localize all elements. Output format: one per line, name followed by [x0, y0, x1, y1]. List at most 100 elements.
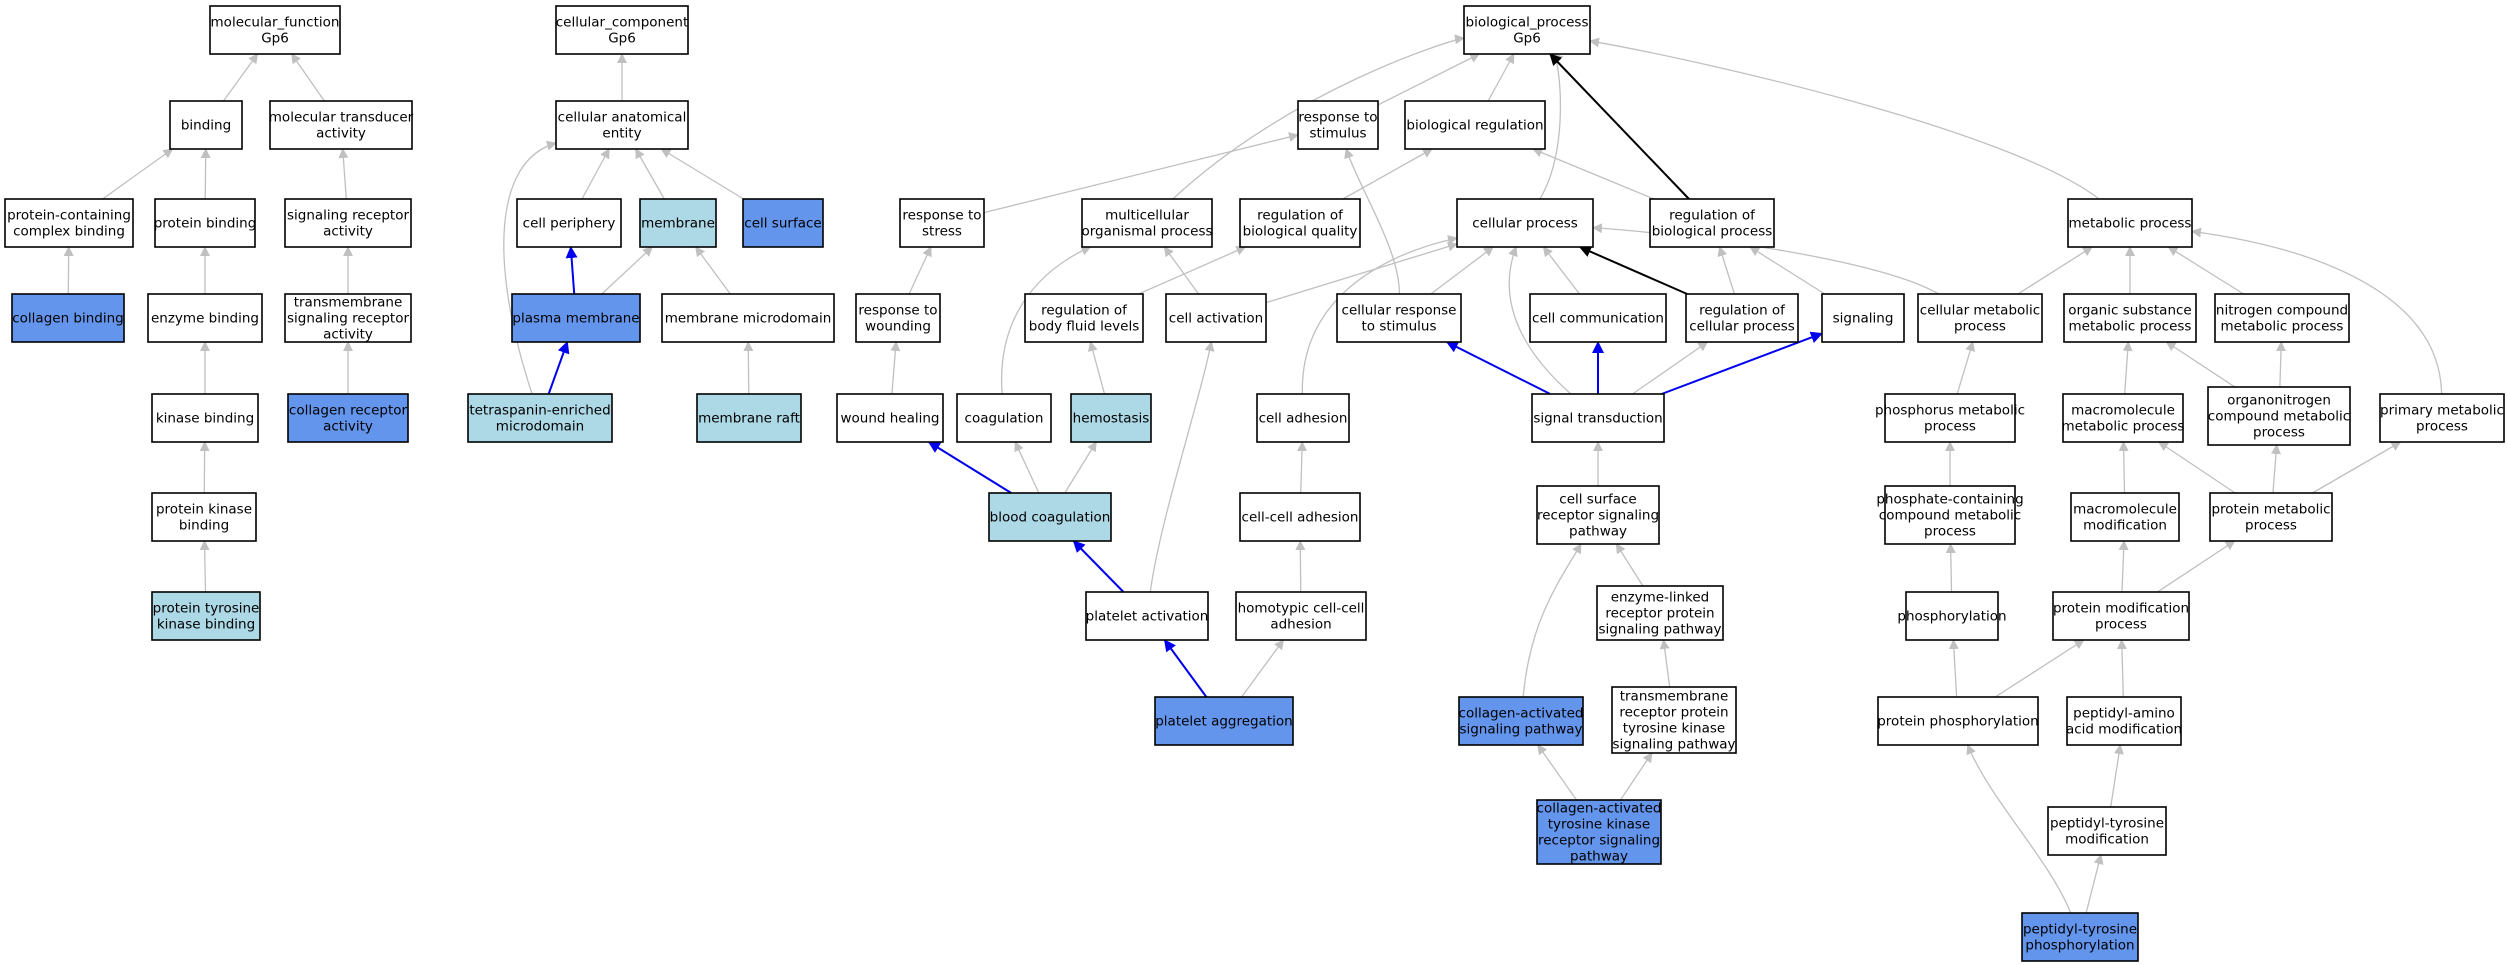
node-box-pphos: [1877, 696, 2039, 746]
node-label-rstim: stimulus: [1309, 126, 1366, 142]
node-box-elrp: [1596, 585, 1724, 641]
node-label-hcca: homotypic cell-cell: [1238, 601, 1365, 617]
node-box-mmod: [2070, 492, 2180, 542]
node-label-hcca: adhesion: [1270, 617, 1331, 633]
edge-strans-to-crstim: [1445, 341, 1551, 395]
node-label-pact: platelet activation: [1086, 609, 1209, 625]
node-label-phmp: phosphorus metabolic: [1875, 403, 2025, 419]
node-label-ptphos: phosphorylation: [2025, 938, 2134, 954]
edge-pbind-to-binding: [200, 148, 211, 200]
node-label-cmp: cellular metabolic: [1920, 303, 2040, 319]
node-label-casp: signaling pathway: [1459, 722, 1582, 738]
edge-casp-to-csrsp: [1522, 543, 1582, 698]
node-box-pmem: [511, 293, 641, 343]
node-label-promp: protein metabolic: [2211, 502, 2330, 518]
edge-pphos-to-phos: [1948, 639, 1959, 698]
node-label-mf: molecular_function: [211, 15, 340, 31]
node-label-tmrptk: transmembrane: [1620, 689, 1729, 705]
edge-pact-to-cact: [1149, 341, 1215, 593]
edge-rbp-to-breg: [1532, 147, 1655, 200]
node-box-sigrec: [284, 198, 412, 248]
node-bcoag: blood coagulation: [988, 492, 1112, 542]
edge-pmp-to-metab: [2191, 227, 2443, 395]
node-label-mmod: macromolecule: [2073, 502, 2177, 518]
edge-cact-to-cproc: [1265, 241, 1458, 304]
node-box-rbp: [1649, 198, 1775, 248]
node-box-rstim: [1297, 100, 1379, 150]
node-hemo: hemostasis: [1070, 393, 1152, 443]
node-box-ptmod: [2047, 806, 2167, 856]
node-cadh: cell adhesion: [1256, 393, 1350, 443]
node-box-ptphos: [2021, 912, 2139, 962]
node-label-pmodp: process: [2095, 617, 2147, 633]
node-box-phmp: [1884, 393, 2016, 443]
node-metab: metabolic process: [2067, 198, 2193, 248]
node-label-mop: organismal process: [1081, 224, 1212, 240]
node-label-csrsp: cell surface: [1559, 492, 1636, 508]
node-label-elrp: signaling pathway: [1598, 622, 1721, 638]
node-label-rcp: regulation of: [1699, 303, 1786, 319]
node-label-catk: collagen-activated: [1537, 801, 1662, 817]
edge-pagg-to-hcca: [1241, 639, 1284, 698]
node-label-tetra: tetraspanin-enriched: [469, 403, 610, 419]
edge-pmem-to-membrane: [601, 246, 653, 295]
node-label-coag: coagulation: [965, 411, 1044, 427]
node-label-mtrans: molecular transducer: [269, 110, 414, 126]
node-label-tmrptk: signaling pathway: [1612, 737, 1735, 753]
node-label-colrec: collagen receptor: [289, 403, 408, 419]
edge-ccomm-to-cproc: [1542, 246, 1581, 295]
node-label-paam: acid modification: [2066, 722, 2182, 738]
node-box-kinbind: [151, 393, 259, 443]
node-cperiph: cell periphery: [516, 198, 622, 248]
node-box-coag: [956, 393, 1052, 443]
node-label-metab: metabolic process: [2069, 216, 2192, 232]
node-label-ncmp: nitrogen compound: [2216, 303, 2348, 319]
node-label-cc: Gp6: [608, 31, 636, 47]
node-label-tmrptk: tyrosine kinase: [1623, 721, 1725, 737]
node-box-rstress: [899, 198, 985, 248]
node-label-ptphos: peptidyl-tyrosine: [2023, 922, 2137, 938]
node-label-mmp: metabolic process: [2062, 419, 2185, 435]
node-label-rstim: response to: [1298, 110, 1377, 126]
node-label-pbind: protein binding: [154, 216, 257, 232]
edge-pphos-to-pmodp: [1994, 639, 2085, 698]
node-ccadh: cell-cell adhesion: [1239, 492, 1361, 542]
node-coag: coagulation: [956, 393, 1052, 443]
node-label-paam: peptidyl-amino: [2073, 706, 2175, 722]
edge-rstim-to-bp: [1377, 53, 1481, 106]
node-box-mraft: [696, 393, 802, 443]
node-strans: signal transduction: [1531, 393, 1665, 443]
node-label-ptmod: modification: [2065, 832, 2149, 848]
edge-phmp-to-cmp: [1956, 341, 1976, 395]
edge-rbfl-to-rbq: [1138, 246, 1247, 295]
node-label-cadh: cell adhesion: [1259, 411, 1348, 427]
node-box-cact: [1165, 293, 1267, 343]
edge-bcoag-to-wheal: [927, 441, 1012, 494]
node-membrane: membrane: [639, 198, 717, 248]
node-box-colrec: [287, 393, 409, 443]
node-box-cc: [555, 5, 689, 55]
edge-rwound-to-rstress: [908, 246, 932, 295]
node-box-ccomm: [1529, 293, 1667, 343]
node-signaling: signaling: [1821, 293, 1905, 343]
node-box-ptkbind: [151, 591, 261, 641]
edge-coag-to-mop: [1001, 245, 1092, 395]
node-box-metab: [2067, 198, 2193, 248]
edge-tmrptk-to-elrp: [1659, 639, 1671, 688]
node-label-ptmod: peptidyl-tyrosine: [2050, 816, 2164, 832]
node-label-ccadh: cell-cell adhesion: [1242, 510, 1359, 526]
edge-ptmod-to-paam: [2110, 744, 2124, 808]
edge-rbp-to-bp: [1549, 53, 1690, 200]
node-label-tetra: microdomain: [496, 419, 584, 435]
edge-catk-to-tmrptk: [1619, 752, 1653, 801]
